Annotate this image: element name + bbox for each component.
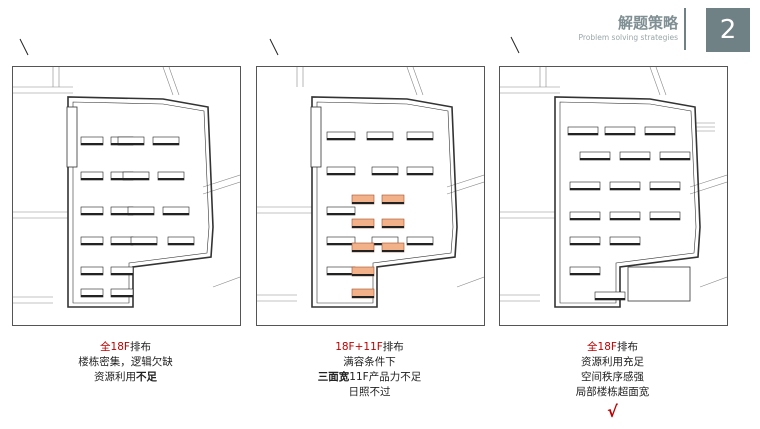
building-shadow bbox=[153, 143, 179, 145]
option-2-caption: 18F+11F排布 满容条件下 三面宽11F产品力不足 日照不过 bbox=[256, 340, 483, 400]
checkmark-icon: √ bbox=[607, 402, 618, 421]
north-arrow-icon bbox=[510, 36, 520, 54]
building-shadow bbox=[131, 243, 157, 245]
north-arrow-icon bbox=[19, 38, 29, 56]
building-shadow bbox=[367, 138, 393, 140]
building-shadow bbox=[568, 133, 598, 135]
header-divider bbox=[684, 8, 686, 50]
site-plan-option-2 bbox=[256, 66, 485, 326]
building-shadow bbox=[81, 243, 103, 245]
option-3-caption: 全18F排布 资源利用充足 空间秩序感强 局部楼栋超面宽 √ bbox=[499, 340, 726, 422]
building-shadow bbox=[372, 173, 398, 175]
building-shadow bbox=[158, 178, 184, 180]
building-shadow bbox=[81, 213, 103, 215]
caption-text: 11F产品力不足 bbox=[349, 371, 422, 383]
building-shadow bbox=[327, 273, 355, 275]
north-arrow-icon bbox=[269, 38, 279, 56]
building-shadow bbox=[128, 213, 154, 215]
building-shadow bbox=[111, 273, 133, 275]
building-shadow bbox=[111, 243, 133, 245]
building-shadow bbox=[650, 218, 680, 220]
caption-bold-text: 不足 bbox=[136, 371, 157, 383]
option-1-caption: 全18F排布 楼栋密集，逻辑欠缺 资源利用不足 bbox=[12, 340, 239, 385]
caption-text: 排布 bbox=[129, 341, 151, 353]
caption-text: 满容条件下 bbox=[343, 356, 396, 368]
building-shadow bbox=[570, 273, 600, 275]
building-shadow bbox=[123, 178, 149, 180]
building-shadow bbox=[610, 218, 640, 220]
building-shadow bbox=[570, 243, 600, 245]
site-plan-drawing bbox=[13, 67, 240, 308]
building-shadow bbox=[580, 158, 610, 160]
caption-highlight: 全18F bbox=[100, 341, 130, 353]
building-shadow bbox=[352, 274, 374, 276]
building-shadow bbox=[660, 158, 690, 160]
building-shadow bbox=[111, 178, 133, 180]
building-shadow bbox=[327, 173, 355, 175]
building-shadow bbox=[407, 138, 433, 140]
building-shadow bbox=[352, 296, 374, 298]
building-shadow bbox=[111, 213, 133, 215]
caption-text: 局部楼栋超面宽 bbox=[575, 386, 650, 398]
building-shadow bbox=[645, 133, 675, 135]
caption-highlight: 全18F bbox=[587, 341, 617, 353]
caption-text: 空间秩序感强 bbox=[581, 371, 644, 383]
building-shadow bbox=[163, 213, 189, 215]
building-shadow bbox=[407, 173, 433, 175]
section-subtitle: Problem solving strategies bbox=[578, 33, 679, 42]
section-title: 解题策略 bbox=[617, 14, 678, 32]
caption-text: 资源利用 bbox=[94, 371, 136, 383]
building-shadow bbox=[382, 202, 404, 204]
building-shadow bbox=[327, 243, 355, 245]
building-shadow bbox=[595, 298, 625, 300]
building-shadow bbox=[610, 188, 640, 190]
caption-text: 日照不过 bbox=[348, 386, 391, 398]
building-shadow bbox=[382, 226, 404, 228]
building-shadow bbox=[570, 218, 600, 220]
building-shadow bbox=[570, 188, 600, 190]
caption-text: 排布 bbox=[616, 341, 638, 353]
building-shadow bbox=[605, 133, 635, 135]
building-shadow bbox=[620, 158, 650, 160]
building-shadow bbox=[610, 243, 640, 245]
site-plan-drawing bbox=[257, 67, 484, 308]
building-shadow bbox=[382, 250, 404, 252]
building-shadow bbox=[650, 188, 680, 190]
caption-text: 楼栋密集，逻辑欠缺 bbox=[78, 356, 173, 368]
caption-bold-text: 三面宽 bbox=[317, 371, 350, 383]
building-shadow bbox=[327, 213, 355, 215]
section-number: 2 bbox=[706, 8, 750, 52]
building-shadow bbox=[168, 243, 194, 245]
building-shadow bbox=[327, 138, 355, 140]
building-shadow bbox=[81, 143, 103, 145]
building-shadow bbox=[81, 295, 103, 297]
building-shadow bbox=[352, 250, 374, 252]
caption-text: 资源利用充足 bbox=[581, 356, 644, 368]
building-shadow bbox=[352, 202, 374, 204]
caption-text: 排布 bbox=[382, 341, 404, 353]
building-shadow bbox=[352, 226, 374, 228]
caption-highlight: 18F+11F bbox=[335, 341, 383, 353]
building-shadow bbox=[407, 243, 433, 245]
site-plan-option-3 bbox=[499, 66, 728, 326]
building-shadow bbox=[118, 143, 144, 145]
site-plan-drawing bbox=[500, 67, 727, 308]
site-plan-option-1 bbox=[12, 66, 241, 326]
building-shadow bbox=[81, 273, 103, 275]
building-shadow bbox=[81, 178, 103, 180]
building-shadow bbox=[111, 295, 133, 297]
